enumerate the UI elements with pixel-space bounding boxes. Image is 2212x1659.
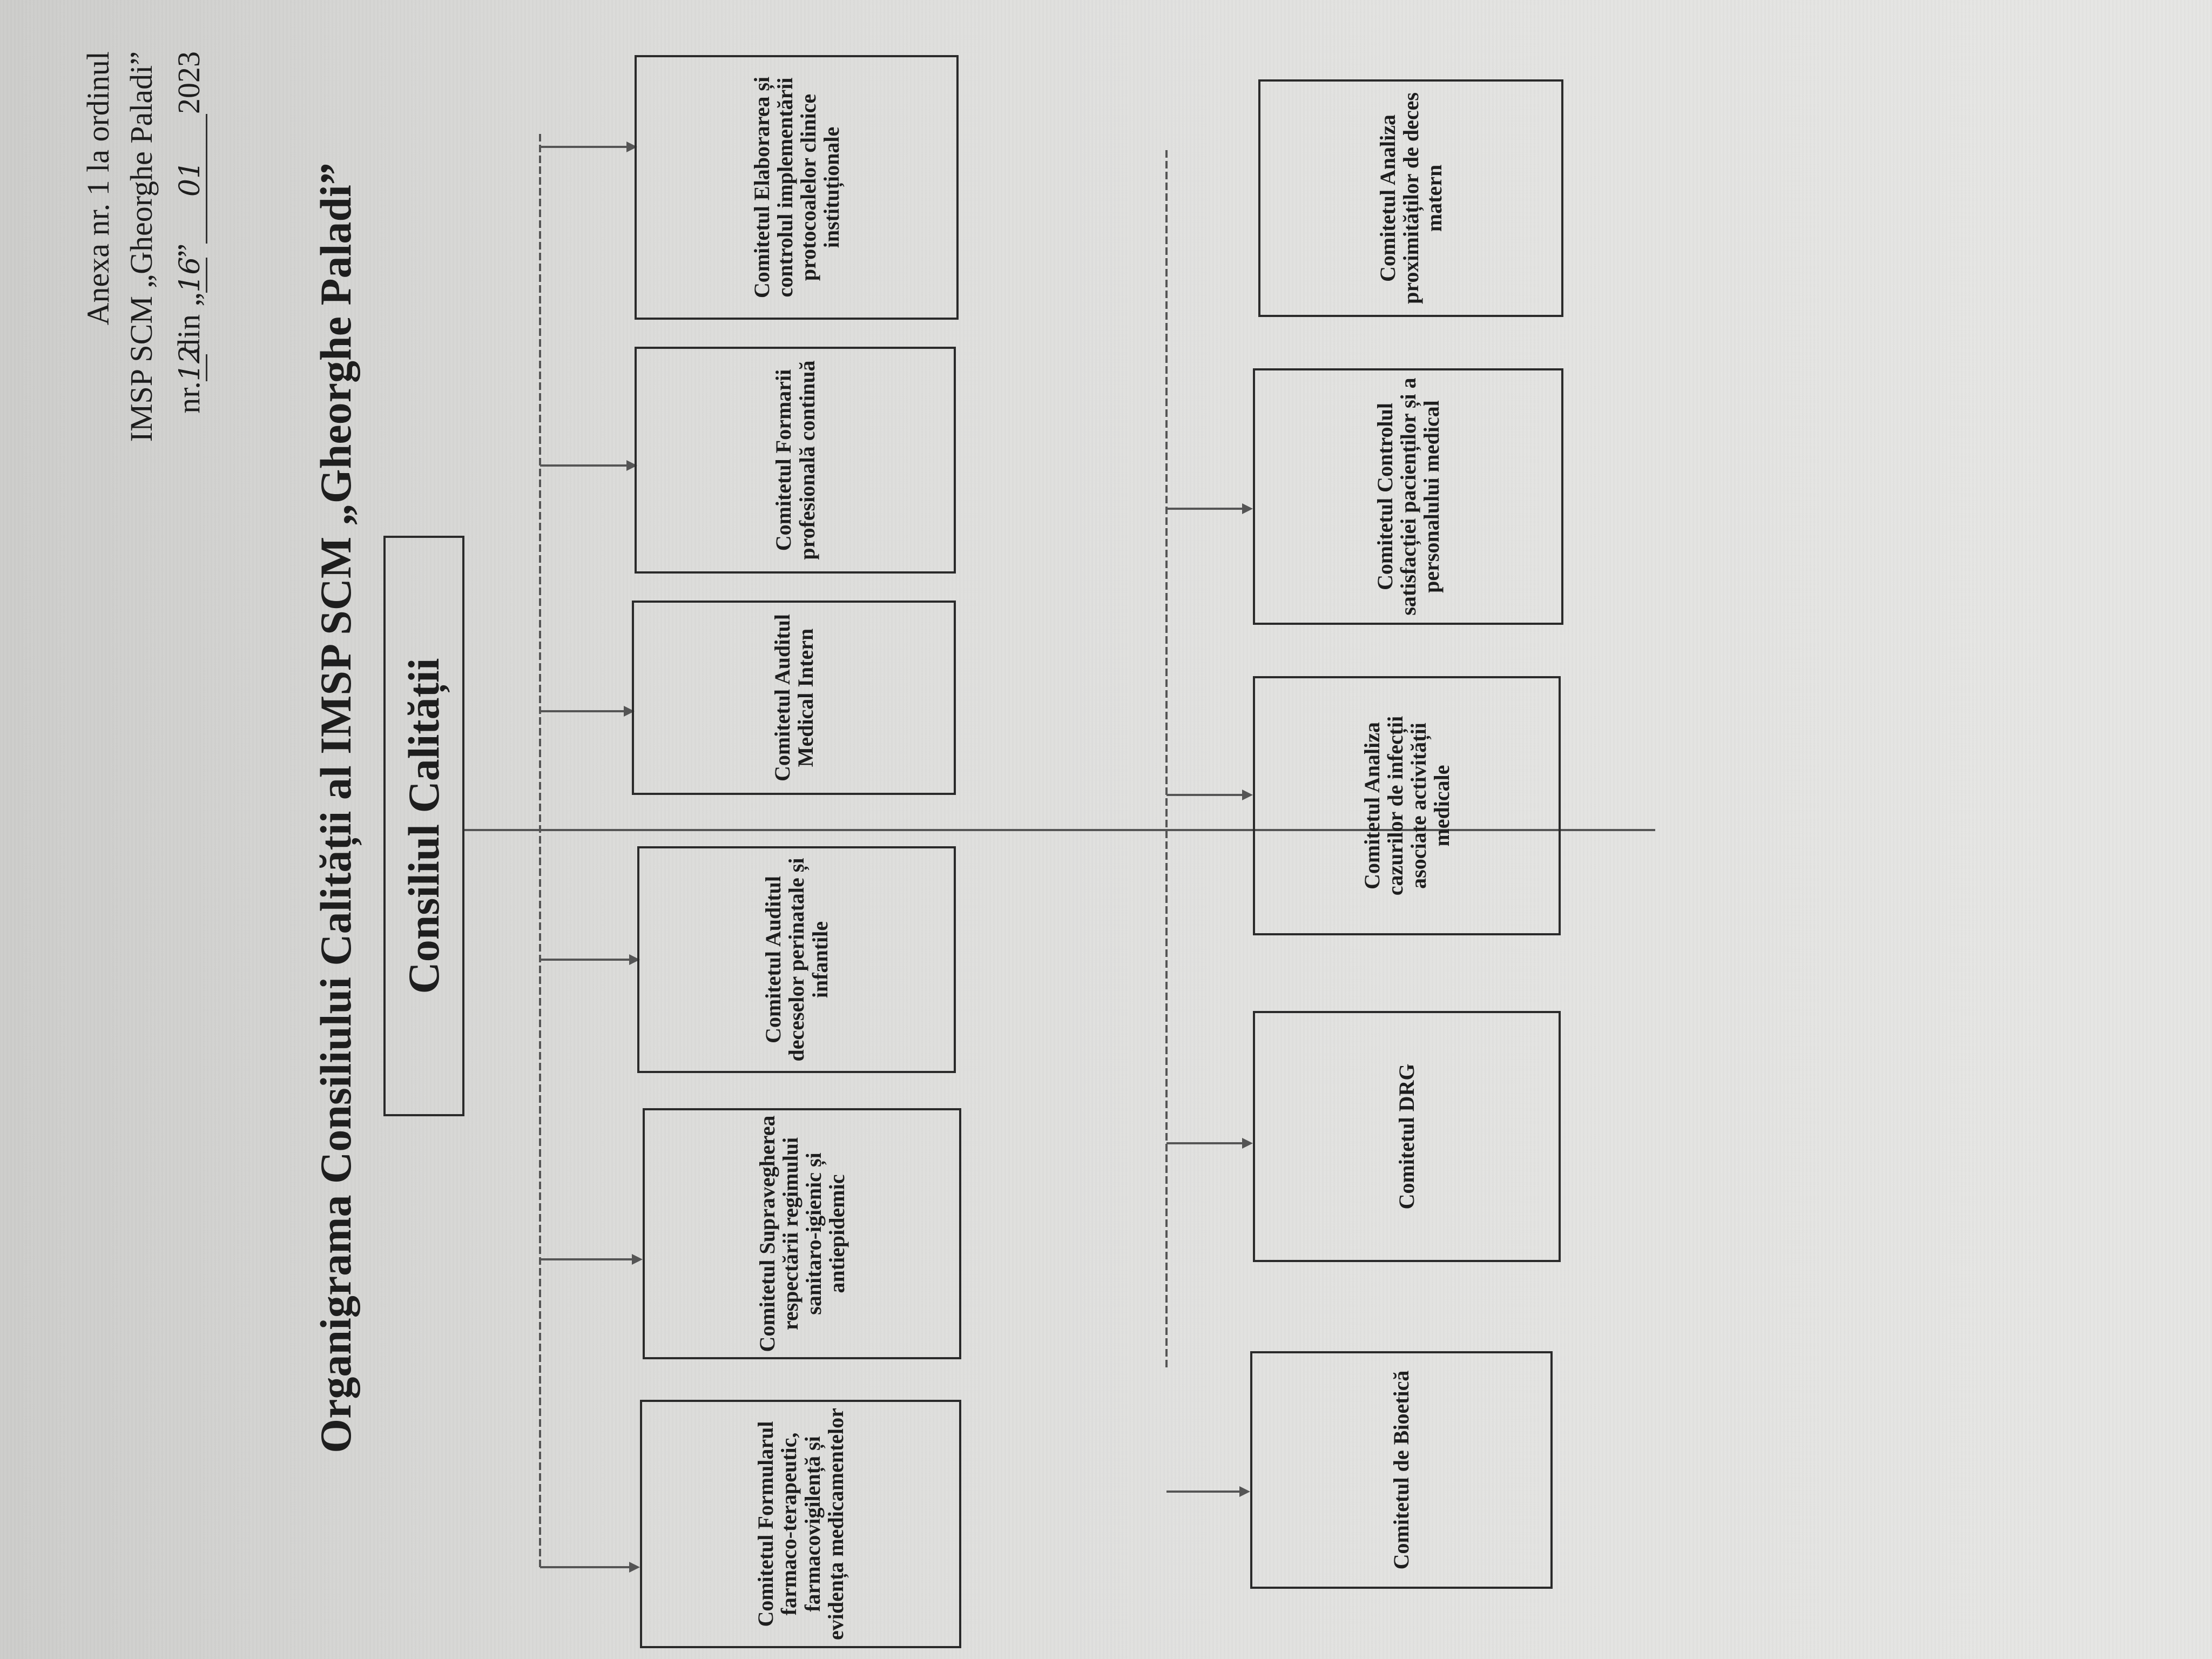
committee-satisfaction-control-box: Comitetul Controlul satisfacției pacienț… [1253,368,1563,625]
arrowhead-row1-1 [629,1562,640,1573]
committee-perinatal-audit-box: Comitetul Auditul deceselor perinatale ș… [637,846,956,1073]
arrowhead-row2-3 [1242,790,1253,800]
committee-sanitary-hygienic-box: Comitetul Supravegherea respectării regi… [643,1108,961,1359]
committee-formulary-box: Comitetul Formularul farmaco-terapeutic,… [640,1400,961,1648]
quality-council-box: Consiliul Calității [383,536,464,1116]
committee-professional-training-box: Comitetul Formarii profesională continuă [635,347,956,574]
committee-maternal-death-analysis-box: Comitetul Analiza proximităților de dece… [1258,79,1563,317]
arrowhead-row2-1 [1239,1486,1250,1497]
arrowhead-row2-2 [1242,1138,1253,1149]
arrowhead-row1-4 [624,706,635,717]
arrowhead-row2-4 [1242,503,1253,514]
committee-drg-box: Comitetul DRG [1253,1011,1561,1262]
committee-infections-analysis-box: Comitetul Analiza cazurilor de infecții … [1253,676,1561,935]
committee-clinical-protocols-box: Comitetul Elaborarea și controlul implem… [635,55,959,320]
arrowhead-row1-5 [626,460,637,471]
arrowhead-row1-6 [626,141,637,152]
committee-internal-audit-box: Comitetul Auditul Medical Intern [632,601,956,795]
arrowhead-row1-2 [632,1254,643,1265]
committee-bioethics-box: Comitetul de Bioetică [1250,1351,1553,1589]
arrowhead-row1-3 [629,954,640,965]
